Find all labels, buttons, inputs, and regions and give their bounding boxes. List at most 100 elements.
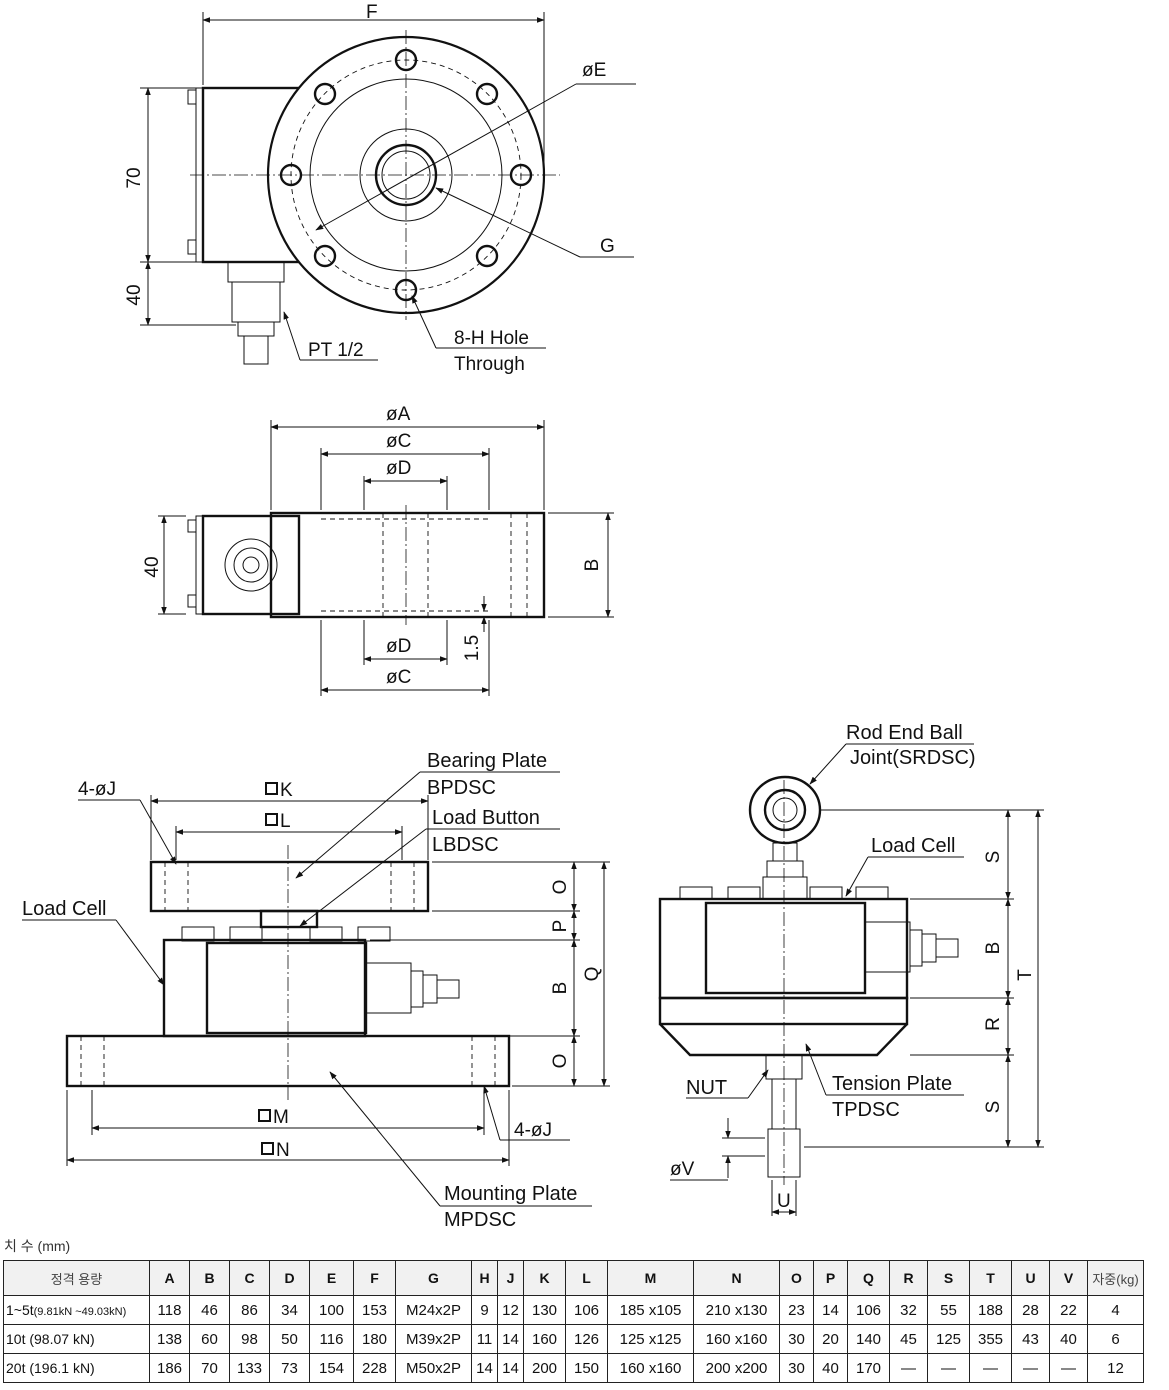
table-cell: 133	[229, 1353, 270, 1383]
hole-note-line1: 8-H Hole	[454, 328, 529, 349]
table-cell: 180	[353, 1324, 396, 1354]
table-cell: 6	[1087, 1324, 1144, 1354]
table-cell: 46	[189, 1295, 230, 1325]
table-cell: 30	[779, 1353, 814, 1383]
table-header-cell: F	[353, 1260, 396, 1296]
table-cell: 160 x160	[693, 1324, 780, 1354]
table-cell: —	[927, 1353, 970, 1383]
table-header-cell: N	[693, 1260, 780, 1296]
table-cell: M50x2P	[395, 1353, 472, 1383]
hole-j-bottom-label: 4-øJ	[514, 1120, 552, 1141]
table-header-cell: P	[813, 1260, 848, 1296]
table-cell: 138	[149, 1324, 190, 1354]
load-button-label: Load Button	[432, 807, 540, 829]
dim-phi-e-label: øE	[582, 60, 606, 81]
mounting-plate-label: Mounting Plate	[444, 1183, 577, 1205]
table-header-cell: 자중(kg)	[1087, 1260, 1144, 1296]
table-cell: 55	[927, 1295, 970, 1325]
table-cell: 32	[889, 1295, 928, 1325]
table-cell: 228	[353, 1353, 396, 1383]
table-cell: 40	[1049, 1324, 1088, 1354]
dim-l-label: L	[280, 811, 291, 832]
table-header-cell: L	[565, 1260, 608, 1296]
table-cell: 210 x130	[693, 1295, 780, 1325]
table-cell: 70	[189, 1353, 230, 1383]
table-header-cell: V	[1049, 1260, 1088, 1296]
dim-o-top-label: O	[550, 880, 571, 895]
table-cell: 22	[1049, 1295, 1088, 1325]
table-header-cell: B	[189, 1260, 230, 1296]
table-cell: 116	[309, 1324, 354, 1354]
hole-note-line2: Through	[454, 354, 525, 375]
dim-n-label: N	[276, 1140, 290, 1161]
table-cell: M39x2P	[395, 1324, 472, 1354]
dim-p-label: P	[550, 920, 571, 933]
tension-view: S B R S T Rod End Ball Joint(SRDSC) Load…	[658, 722, 1044, 1216]
pt-thread-label: PT 1/2	[308, 340, 364, 361]
table-header-cell: A	[149, 1260, 190, 1296]
table-cell: 86	[229, 1295, 270, 1325]
table-header-cell: S	[927, 1260, 970, 1296]
dim-phi-c-label: øC	[386, 431, 411, 452]
mpdsc-label: MPDSC	[444, 1209, 516, 1231]
table-cell: 34	[269, 1295, 310, 1325]
table-cell: 125 x125	[607, 1324, 694, 1354]
hole-j-top-label: 4-øJ	[78, 779, 116, 800]
table-cell: 30	[779, 1324, 814, 1354]
table-header-cell: J	[497, 1260, 524, 1296]
dim-r-label: R	[983, 1017, 1004, 1031]
table-cell: 14	[497, 1324, 524, 1354]
table-header-cell: G	[395, 1260, 472, 1296]
thread-g-label: G	[600, 236, 615, 257]
table-cell: 73	[269, 1353, 310, 1383]
dim-s-bottom-label: S	[983, 1101, 1004, 1114]
table-cell: 23	[779, 1295, 814, 1325]
table-cell: 40	[813, 1353, 848, 1383]
load-cell-tension-label: Load Cell	[871, 835, 956, 857]
table-cell: 12	[1087, 1353, 1144, 1383]
tpdsc-label: TPDSC	[832, 1099, 900, 1121]
table-cell: —	[1049, 1353, 1088, 1383]
dim-o-bottom-label: O	[550, 1054, 571, 1069]
dim-s-top-label: S	[983, 851, 1004, 864]
table-cell: 43	[1011, 1324, 1050, 1354]
top-view: F 70 40 øE G PT 1/2 8-H Hole Through	[124, 2, 636, 375]
dim-t-label: T	[1015, 969, 1036, 981]
table-header-cell: D	[269, 1260, 310, 1296]
capacity-cell: 10t (98.07 kN)	[3, 1324, 150, 1354]
table-cell: 118	[149, 1295, 190, 1325]
capacity-cell: 20t (196.1 kN)	[3, 1353, 150, 1383]
dim-phi-v-label: øV	[670, 1159, 695, 1180]
table-cell: 130	[523, 1295, 566, 1325]
table-header-cell: E	[309, 1260, 354, 1296]
dim-phi-d-label: øD	[386, 458, 411, 479]
table-cell: 106	[847, 1295, 890, 1325]
table-header-cell: Q	[847, 1260, 890, 1296]
table-cell: 4	[1087, 1295, 1144, 1325]
table-cell: 50	[269, 1324, 310, 1354]
table-cell: 160	[523, 1324, 566, 1354]
table-cell: 154	[309, 1353, 354, 1383]
dim-phi-c-bottom-label: øC	[386, 667, 411, 688]
table-cell: 28	[1011, 1295, 1050, 1325]
table-cell: —	[969, 1353, 1012, 1383]
table-cell: 140	[847, 1324, 890, 1354]
table-cell: 11	[471, 1324, 498, 1354]
dim-q-label: Q	[582, 967, 603, 982]
table-header-cell: R	[889, 1260, 928, 1296]
table-cell: 14	[471, 1353, 498, 1383]
table-cell: 355	[969, 1324, 1012, 1354]
rod-end-label-line1: Rod End Ball	[846, 722, 963, 744]
table-header-cell: T	[969, 1260, 1012, 1296]
table-cell: 106	[565, 1295, 608, 1325]
table-cell: 9	[471, 1295, 498, 1325]
table-header-cell: 정격 용량	[3, 1260, 150, 1296]
nut-label: NUT	[686, 1077, 727, 1099]
dim-b-assembly-label: B	[550, 982, 571, 995]
table-cell: 200	[523, 1353, 566, 1383]
table-cell: 12	[497, 1295, 524, 1325]
